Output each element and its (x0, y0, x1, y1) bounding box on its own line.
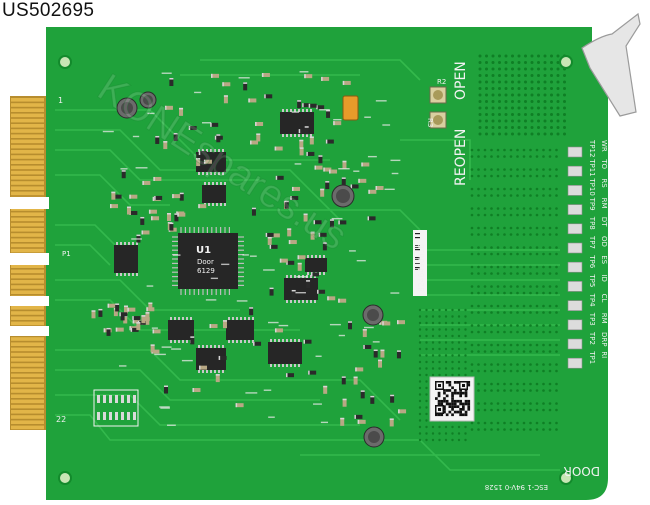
soic-chips (114, 109, 327, 373)
pin22-label: 22 (56, 415, 66, 424)
r3-label: R3 (426, 118, 434, 127)
test-pad-label: TP10 (588, 177, 596, 195)
chip-line1-text: Door (197, 258, 214, 266)
test-pad-label: TP3 (588, 312, 596, 326)
test-pad-label: TP9 (588, 197, 596, 211)
connector-signal-label: DT (600, 217, 608, 227)
connector-signal-label: DRP (600, 332, 608, 346)
trimmer-pots (429, 86, 447, 129)
connector-signal-label: WR (600, 140, 608, 152)
edge-connector (9, 96, 49, 430)
chip-ref-text: U1 (196, 245, 211, 256)
part-number-label: US502695 (2, 0, 95, 21)
test-pad-column (567, 146, 583, 369)
test-pad-label: TP7 (588, 235, 596, 249)
door-label: DOOR (564, 464, 600, 478)
pin1-label: 1 (58, 96, 63, 105)
connector-signal-label: RM (600, 198, 608, 209)
tantalum-capacitor (342, 95, 359, 121)
test-pad-label: TP8 (588, 216, 596, 230)
reopen-label: REOPEN (453, 129, 469, 186)
test-pad-label: TP4 (588, 293, 596, 307)
smd-components (91, 72, 407, 427)
connector-signal-label: CL (600, 294, 608, 303)
r2-label: R2 (437, 78, 446, 86)
test-pad-label: TP5 (588, 273, 596, 287)
electrolytic-capacitors (116, 91, 385, 448)
connector-signal-label: ES (600, 255, 608, 264)
connector-signal-label: RI (600, 351, 608, 358)
connector-signal-label: RS (600, 178, 608, 188)
test-pad-label: TP1 (588, 350, 596, 364)
mounting-holes (58, 55, 573, 485)
chip-line2-text: 6129 (197, 267, 215, 275)
dip-header (93, 389, 139, 427)
connector-signal-label: OD (600, 236, 608, 247)
test-pad-label: TP11 (588, 158, 596, 176)
fab-mark-label: ESC-1 94V-0 1528 (485, 483, 548, 491)
connector-signal-label: RM (600, 313, 608, 324)
barcode-sticker: 8246490010 (413, 230, 427, 296)
test-pad-label: TP2 (588, 331, 596, 345)
test-pad-label: TP12 (588, 139, 596, 157)
test-pad-label: TP6 (588, 254, 596, 268)
ejector-latch (581, 12, 641, 117)
barcode-text: 8246490010 (417, 244, 426, 292)
main-ic-u1: U1 Door 6129 (172, 227, 244, 295)
connector-signal-label: ID (600, 274, 608, 281)
qr-code-sticker (429, 376, 475, 422)
connector-signal-label: TO (600, 158, 608, 169)
p1-label: P1 (62, 250, 71, 258)
silkscreen-labels: REOPEN OPEN DOOR ESC-1 94V-0 1528 1 22 P… (56, 61, 600, 491)
open-label: OPEN (453, 61, 469, 100)
via-grid (418, 54, 566, 442)
